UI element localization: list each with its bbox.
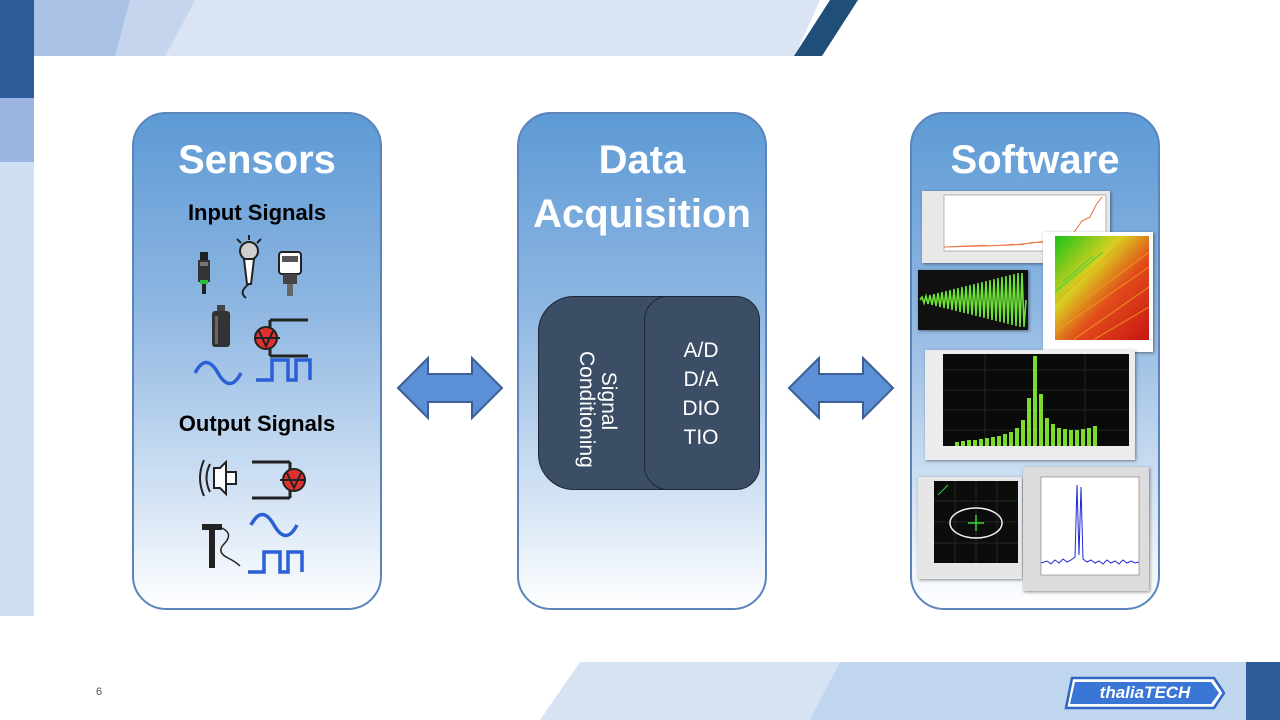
sine-wave-icon (193, 360, 243, 386)
sensors-panel: Sensors Input Signals Output Signals (132, 112, 382, 610)
io-list: A/D D/A DIO TIO (644, 336, 758, 452)
thaliatech-logo: thaliaTECH (1064, 676, 1226, 710)
daq-title-line2: Acquisition (533, 192, 751, 236)
speaker-icon (199, 459, 237, 497)
input-signals-heading: Input Signals (187, 200, 327, 225)
sine-wave-icon (249, 512, 299, 538)
square-wave-icon (248, 550, 304, 574)
output-signals-heading: Output Signals (178, 411, 336, 436)
io-tio: TIO (683, 426, 719, 449)
valve-icon (254, 318, 308, 358)
sensors-title: Sensors (178, 138, 336, 182)
io-da: D/A (683, 368, 719, 391)
signal-label: Signal (597, 371, 620, 431)
io-ad: A/D (683, 339, 719, 362)
orbit-plot-screenshot (918, 477, 1022, 579)
spectrum-bars-screenshot (925, 350, 1135, 460)
top-banner (0, 0, 858, 60)
left-strip (0, 56, 34, 616)
page-number: 6 (96, 686, 103, 698)
microphone-icon (236, 235, 262, 299)
waveform-screenshot (918, 270, 1028, 330)
valve-icon (252, 460, 306, 500)
frequency-peak-screenshot (1023, 467, 1149, 591)
waterfall-map-screenshot (1043, 232, 1153, 352)
daq-title-line1: Data (598, 138, 686, 182)
data-acquisition-panel: Data Acquisition Signal Conditioning A/D… (517, 112, 767, 610)
square-wave-icon (256, 358, 312, 382)
double-arrow-right (787, 356, 895, 420)
logo-badge-shape (1064, 676, 1226, 710)
pressure-sensor-icon (278, 251, 302, 296)
proximity-sensor-icon (198, 252, 210, 294)
signal-conditioning-label: Signal Conditioning (575, 351, 620, 468)
hammer-icon (202, 524, 241, 568)
software-title: Software (950, 138, 1120, 182)
conditioning-label: Conditioning (575, 351, 598, 468)
logo-text: thaliaTECH (1099, 683, 1191, 702)
io-box (644, 296, 760, 490)
accelerometer-icon (212, 305, 230, 347)
io-dio: DIO (682, 397, 720, 420)
double-arrow-left (396, 356, 504, 420)
